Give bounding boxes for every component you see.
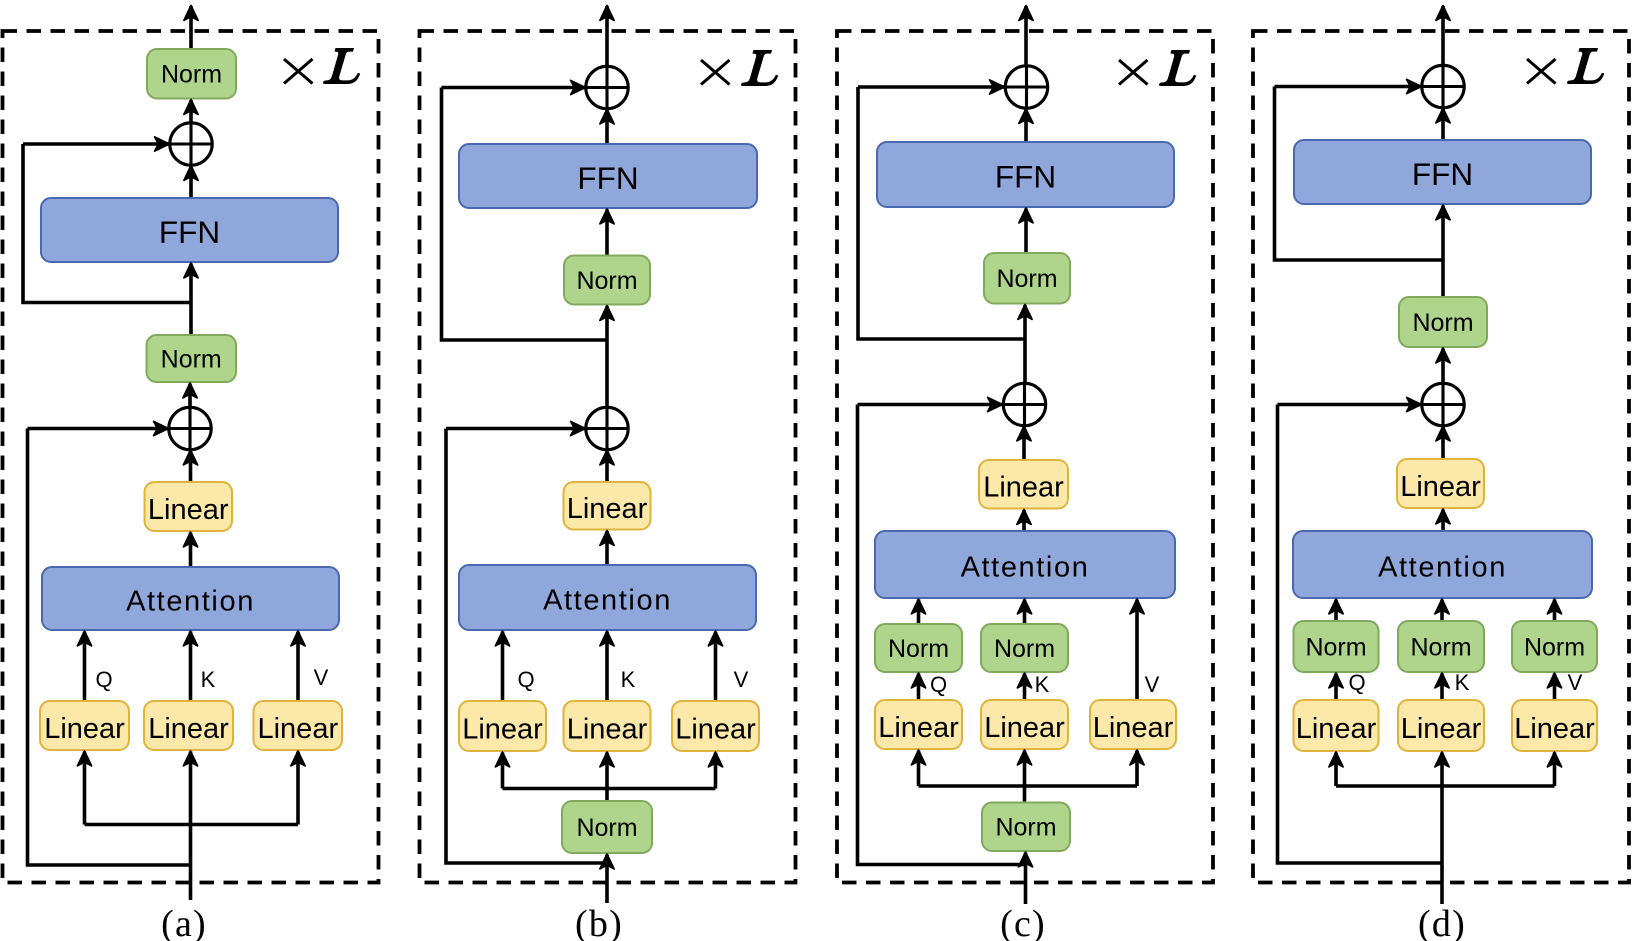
svg-text:Q: Q — [930, 672, 947, 697]
svg-text:Linear: Linear — [148, 713, 229, 745]
svg-text:Norm: Norm — [1410, 633, 1471, 661]
svg-text:Norm: Norm — [995, 814, 1056, 842]
svg-text:Attention: Attention — [961, 551, 1090, 583]
svg-text:Q: Q — [1348, 670, 1365, 695]
svg-text:V: V — [1568, 670, 1583, 695]
svg-text:K: K — [201, 667, 216, 692]
svg-text:FFN: FFN — [577, 160, 638, 196]
svg-text:Attention: Attention — [1378, 551, 1507, 583]
svg-text:Norm: Norm — [576, 814, 637, 842]
svg-text:Attention: Attention — [126, 585, 255, 617]
svg-text:K: K — [1035, 672, 1050, 697]
svg-text:(b): (b) — [575, 903, 623, 941]
svg-text:K: K — [621, 667, 636, 692]
svg-text:Linear: Linear — [1401, 713, 1482, 745]
svg-text:Norm: Norm — [161, 345, 222, 373]
svg-text:Q: Q — [95, 667, 112, 692]
svg-text:FFN: FFN — [995, 159, 1056, 195]
svg-text:Norm: Norm — [576, 267, 637, 295]
svg-text:Linear: Linear — [675, 713, 756, 745]
svg-text:(a): (a) — [161, 903, 207, 941]
svg-text:V: V — [734, 667, 749, 692]
svg-text:V: V — [1145, 672, 1160, 697]
svg-text:Linear: Linear — [44, 713, 125, 745]
svg-text:Linear: Linear — [1093, 712, 1174, 744]
svg-text:V: V — [314, 665, 329, 690]
svg-text:K: K — [1455, 670, 1470, 695]
svg-text:Linear: Linear — [984, 712, 1065, 744]
svg-text:Norm: Norm — [1412, 309, 1473, 337]
svg-text:Linear: Linear — [148, 494, 229, 526]
svg-text:Linear: Linear — [462, 713, 543, 745]
svg-text:Linear: Linear — [567, 493, 648, 525]
svg-text:Linear: Linear — [1514, 713, 1595, 745]
svg-text:Norm: Norm — [994, 635, 1055, 663]
svg-text:Linear: Linear — [567, 713, 648, 745]
svg-text:FFN: FFN — [1412, 156, 1473, 192]
svg-text:Norm: Norm — [161, 61, 222, 89]
svg-text:Linear: Linear — [983, 472, 1064, 504]
svg-text:Linear: Linear — [1296, 713, 1377, 745]
svg-text:(c): (c) — [1000, 903, 1046, 941]
svg-text:FFN: FFN — [159, 214, 220, 250]
svg-text:Norm: Norm — [1524, 633, 1585, 661]
svg-text:Linear: Linear — [878, 712, 959, 744]
svg-text:Linear: Linear — [1400, 471, 1481, 503]
svg-text:Linear: Linear — [257, 713, 338, 745]
svg-text:Norm: Norm — [996, 265, 1057, 293]
svg-text:Attention: Attention — [543, 584, 672, 616]
svg-text:Norm: Norm — [888, 635, 949, 663]
svg-text:Q: Q — [517, 667, 534, 692]
svg-text:Norm: Norm — [1305, 633, 1366, 661]
svg-text:(d): (d) — [1418, 903, 1466, 941]
